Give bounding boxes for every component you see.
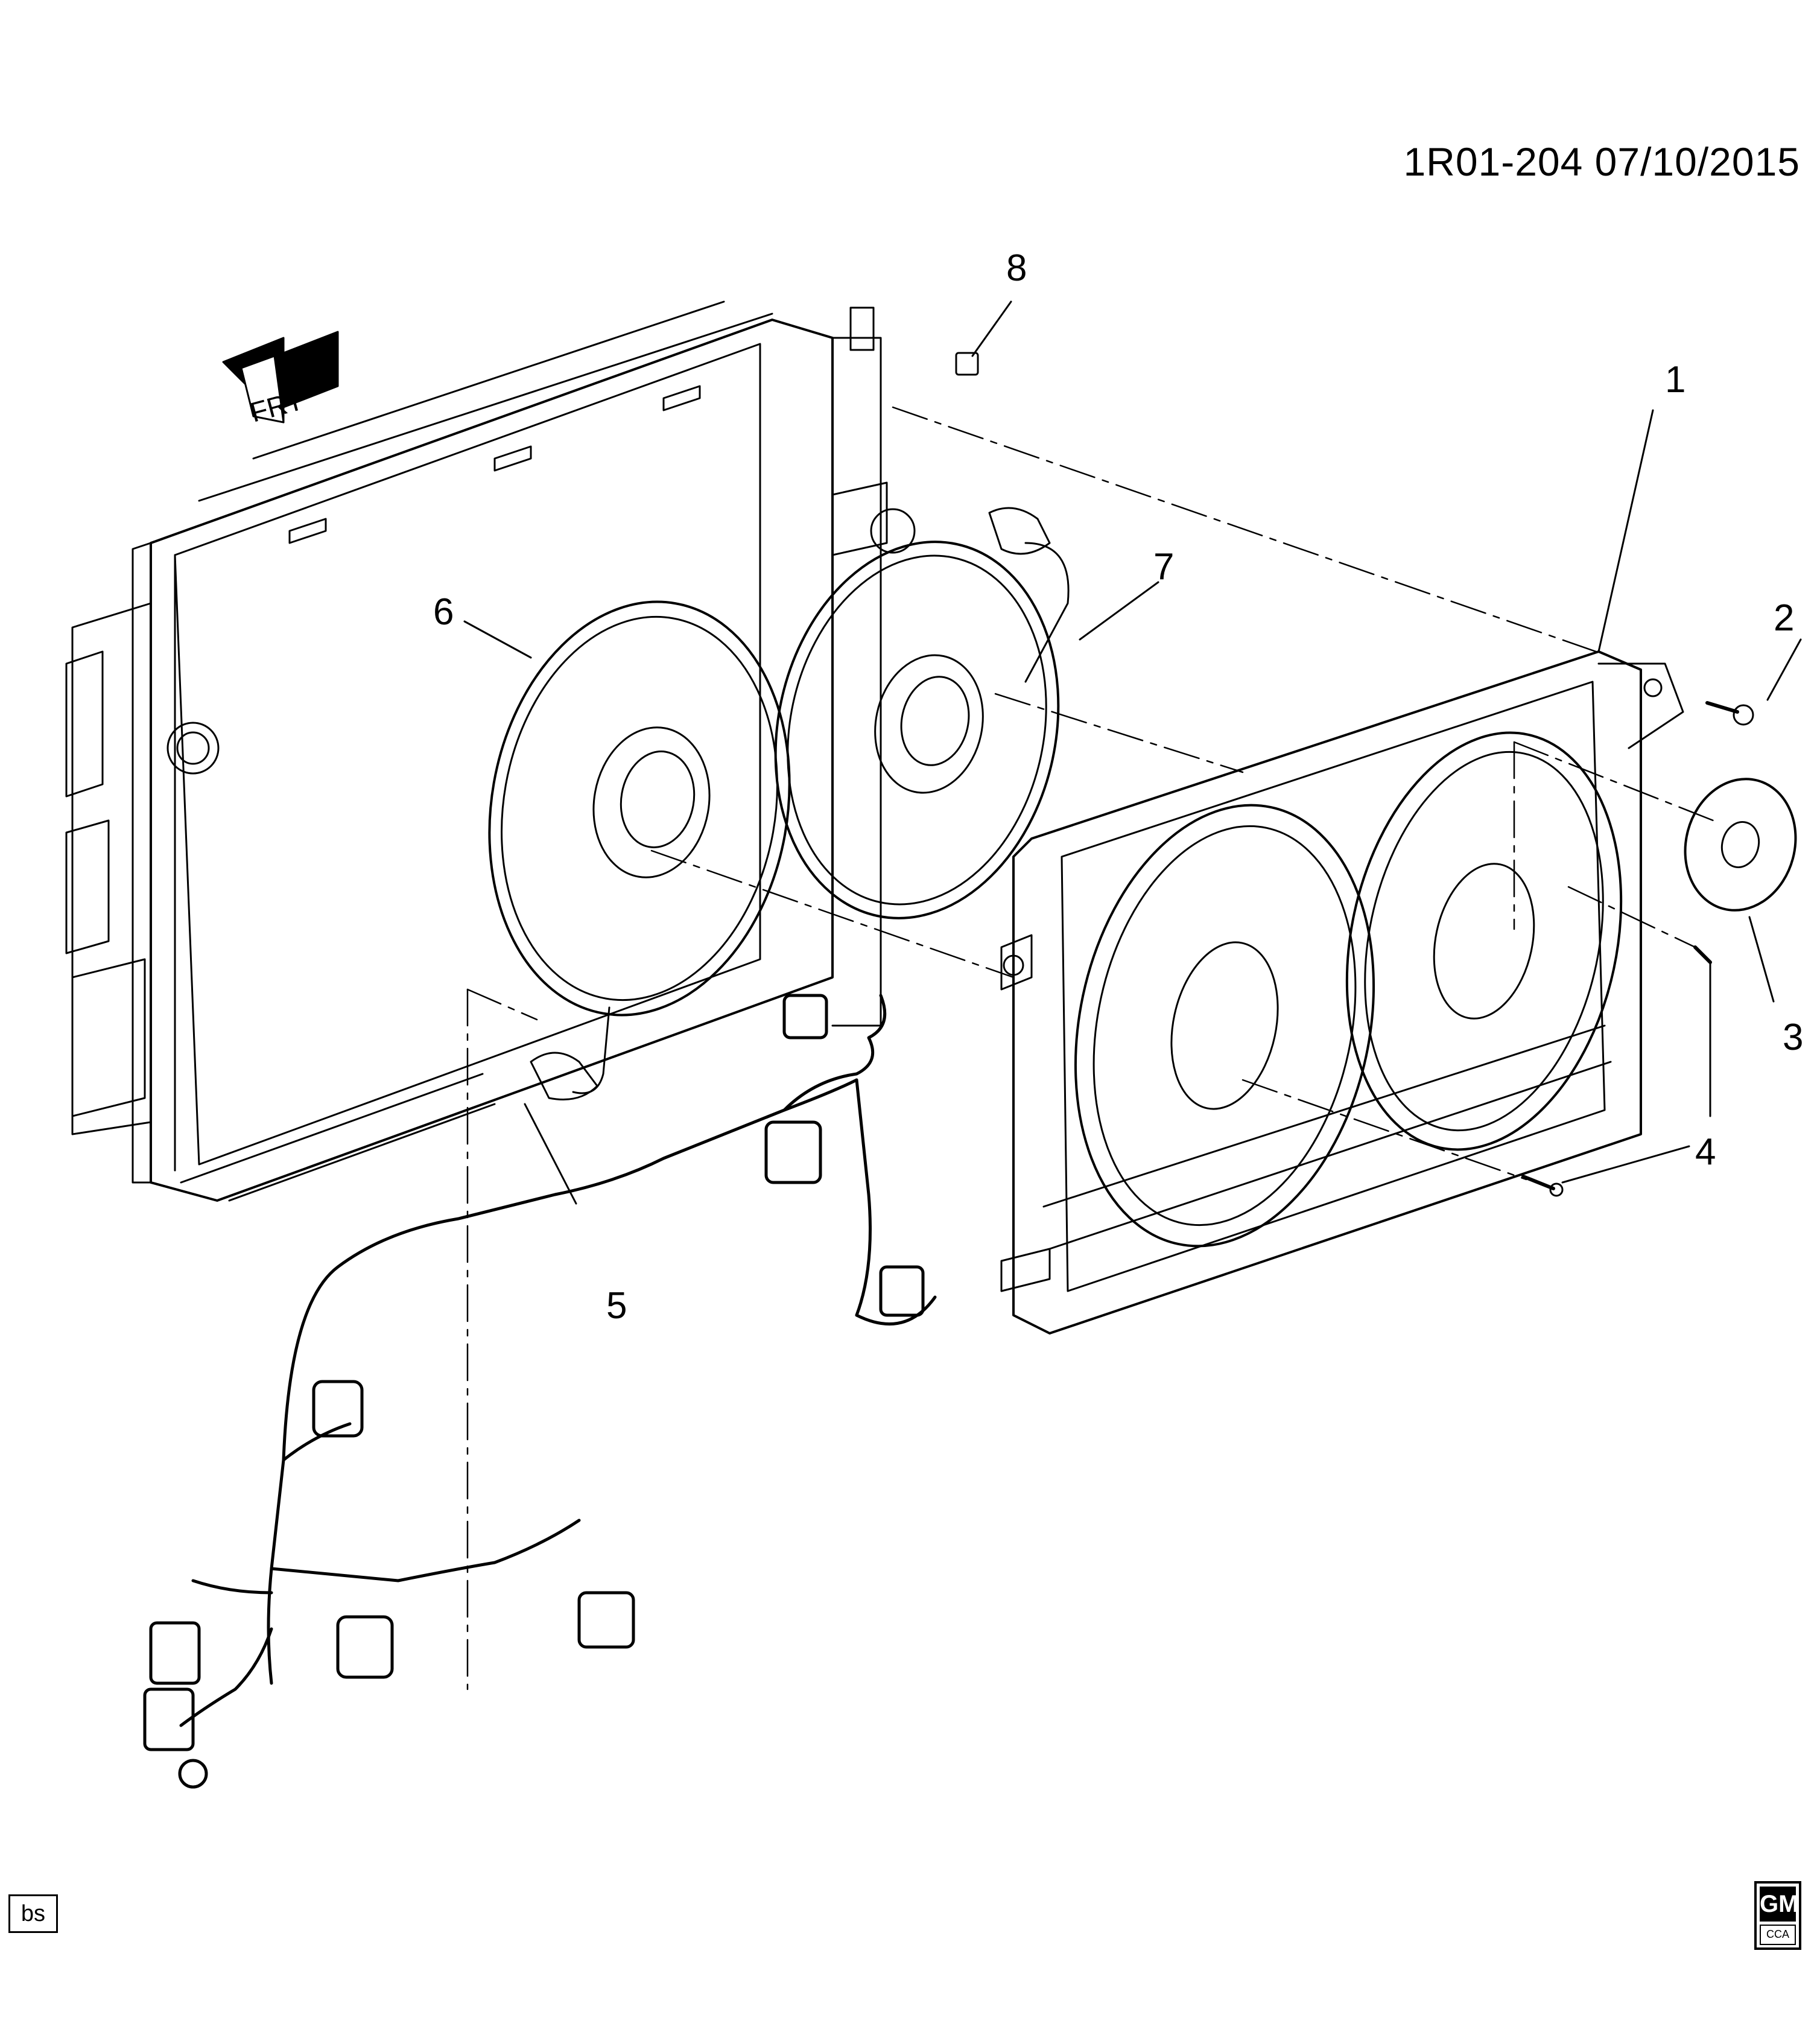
alignment-dashed-lines [468,407,1713,1689]
callout-7: 7 [1153,546,1174,588]
wiring-harness [145,995,935,1787]
callout-5: 5 [606,1285,627,1327]
gm-logo-mark: GM [1760,1887,1798,1922]
radiator [66,302,915,1201]
fan-blade-assembly-6 [458,578,821,1100]
fan-blade-assembly-7 [742,508,1092,945]
callout-leaders [465,302,1801,1204]
small-hardware [956,353,1810,1196]
diagram-id: 1R01-204 07/10/2015 [1403,139,1800,184]
callout-6: 6 [433,591,454,633]
fan-shroud [1001,652,1683,1333]
callout-8: 8 [1006,247,1027,289]
front-direction-arrow [223,332,338,422]
callout-4: 4 [1695,1131,1716,1173]
gm-logo: GM CCA [1754,1881,1801,1950]
callout-1: 1 [1665,359,1685,401]
illustrator-code: bs [8,1894,58,1933]
callout-2: 2 [1774,597,1794,639]
callout-3: 3 [1783,1017,1803,1058]
gm-logo-subtext: CCA [1760,1925,1796,1945]
